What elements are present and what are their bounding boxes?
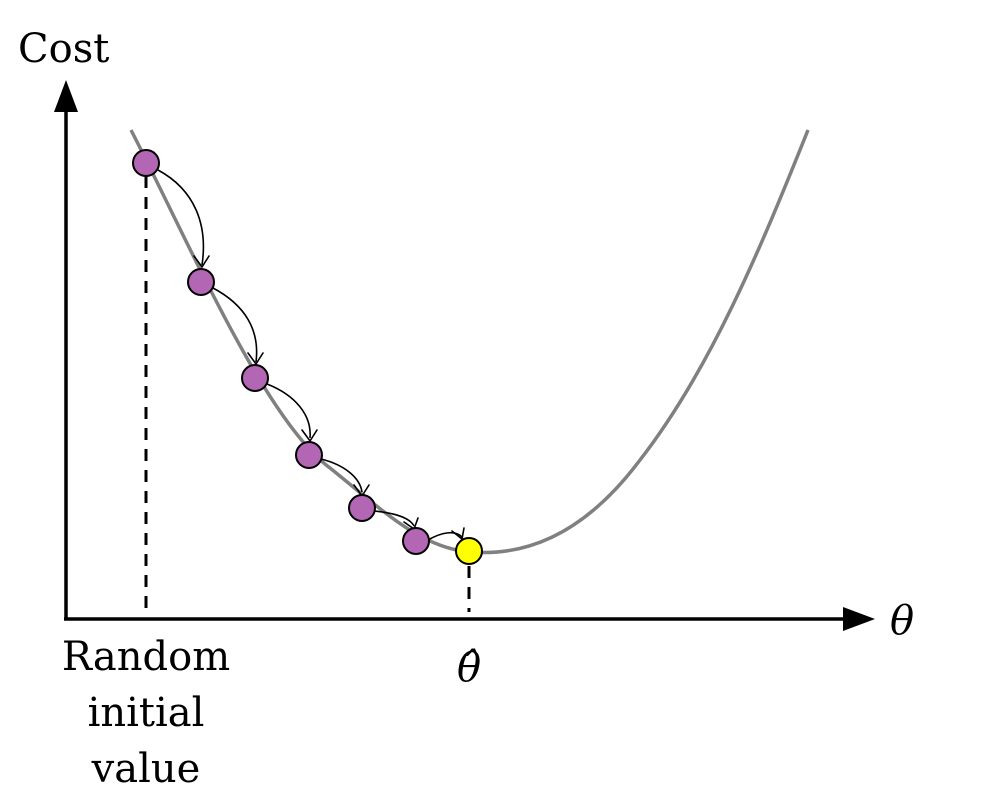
- step-point: [187, 268, 215, 296]
- step-point: [132, 149, 160, 177]
- step-point: [295, 441, 323, 469]
- step-arrow-2: [212, 287, 258, 363]
- descent-points: [132, 149, 483, 565]
- step-point: [241, 364, 269, 392]
- step-arrow-5: [373, 510, 415, 527]
- initial-value-label-line-2: initial: [88, 690, 205, 736]
- optimum-label: θ̂: [457, 645, 481, 691]
- step-arrowhead-3: [301, 429, 318, 443]
- initial-value-label-line-3: value: [91, 746, 201, 792]
- step-arrowhead-1: [193, 255, 210, 269]
- initial-value-label: Random initial value: [62, 634, 230, 792]
- step-arrow-6: [427, 531, 463, 541]
- x-axis-arrowhead: [843, 607, 875, 631]
- step-arrowhead-2: [247, 352, 264, 366]
- step-point: [348, 494, 376, 522]
- y-axis-arrowhead: [54, 80, 78, 112]
- descent-step-arrows: [157, 169, 465, 541]
- cost-curve: [129, 129, 810, 555]
- y-axis-label: Cost: [18, 26, 109, 72]
- step-arrow-1: [157, 169, 205, 266]
- step-point: [402, 527, 430, 555]
- step-arrow-4: [320, 458, 363, 493]
- x-axis-label: θ: [890, 598, 914, 644]
- optimum-point: [455, 537, 483, 565]
- initial-value-label-line-1: Random: [62, 634, 230, 680]
- step-arrow-3: [266, 383, 311, 439]
